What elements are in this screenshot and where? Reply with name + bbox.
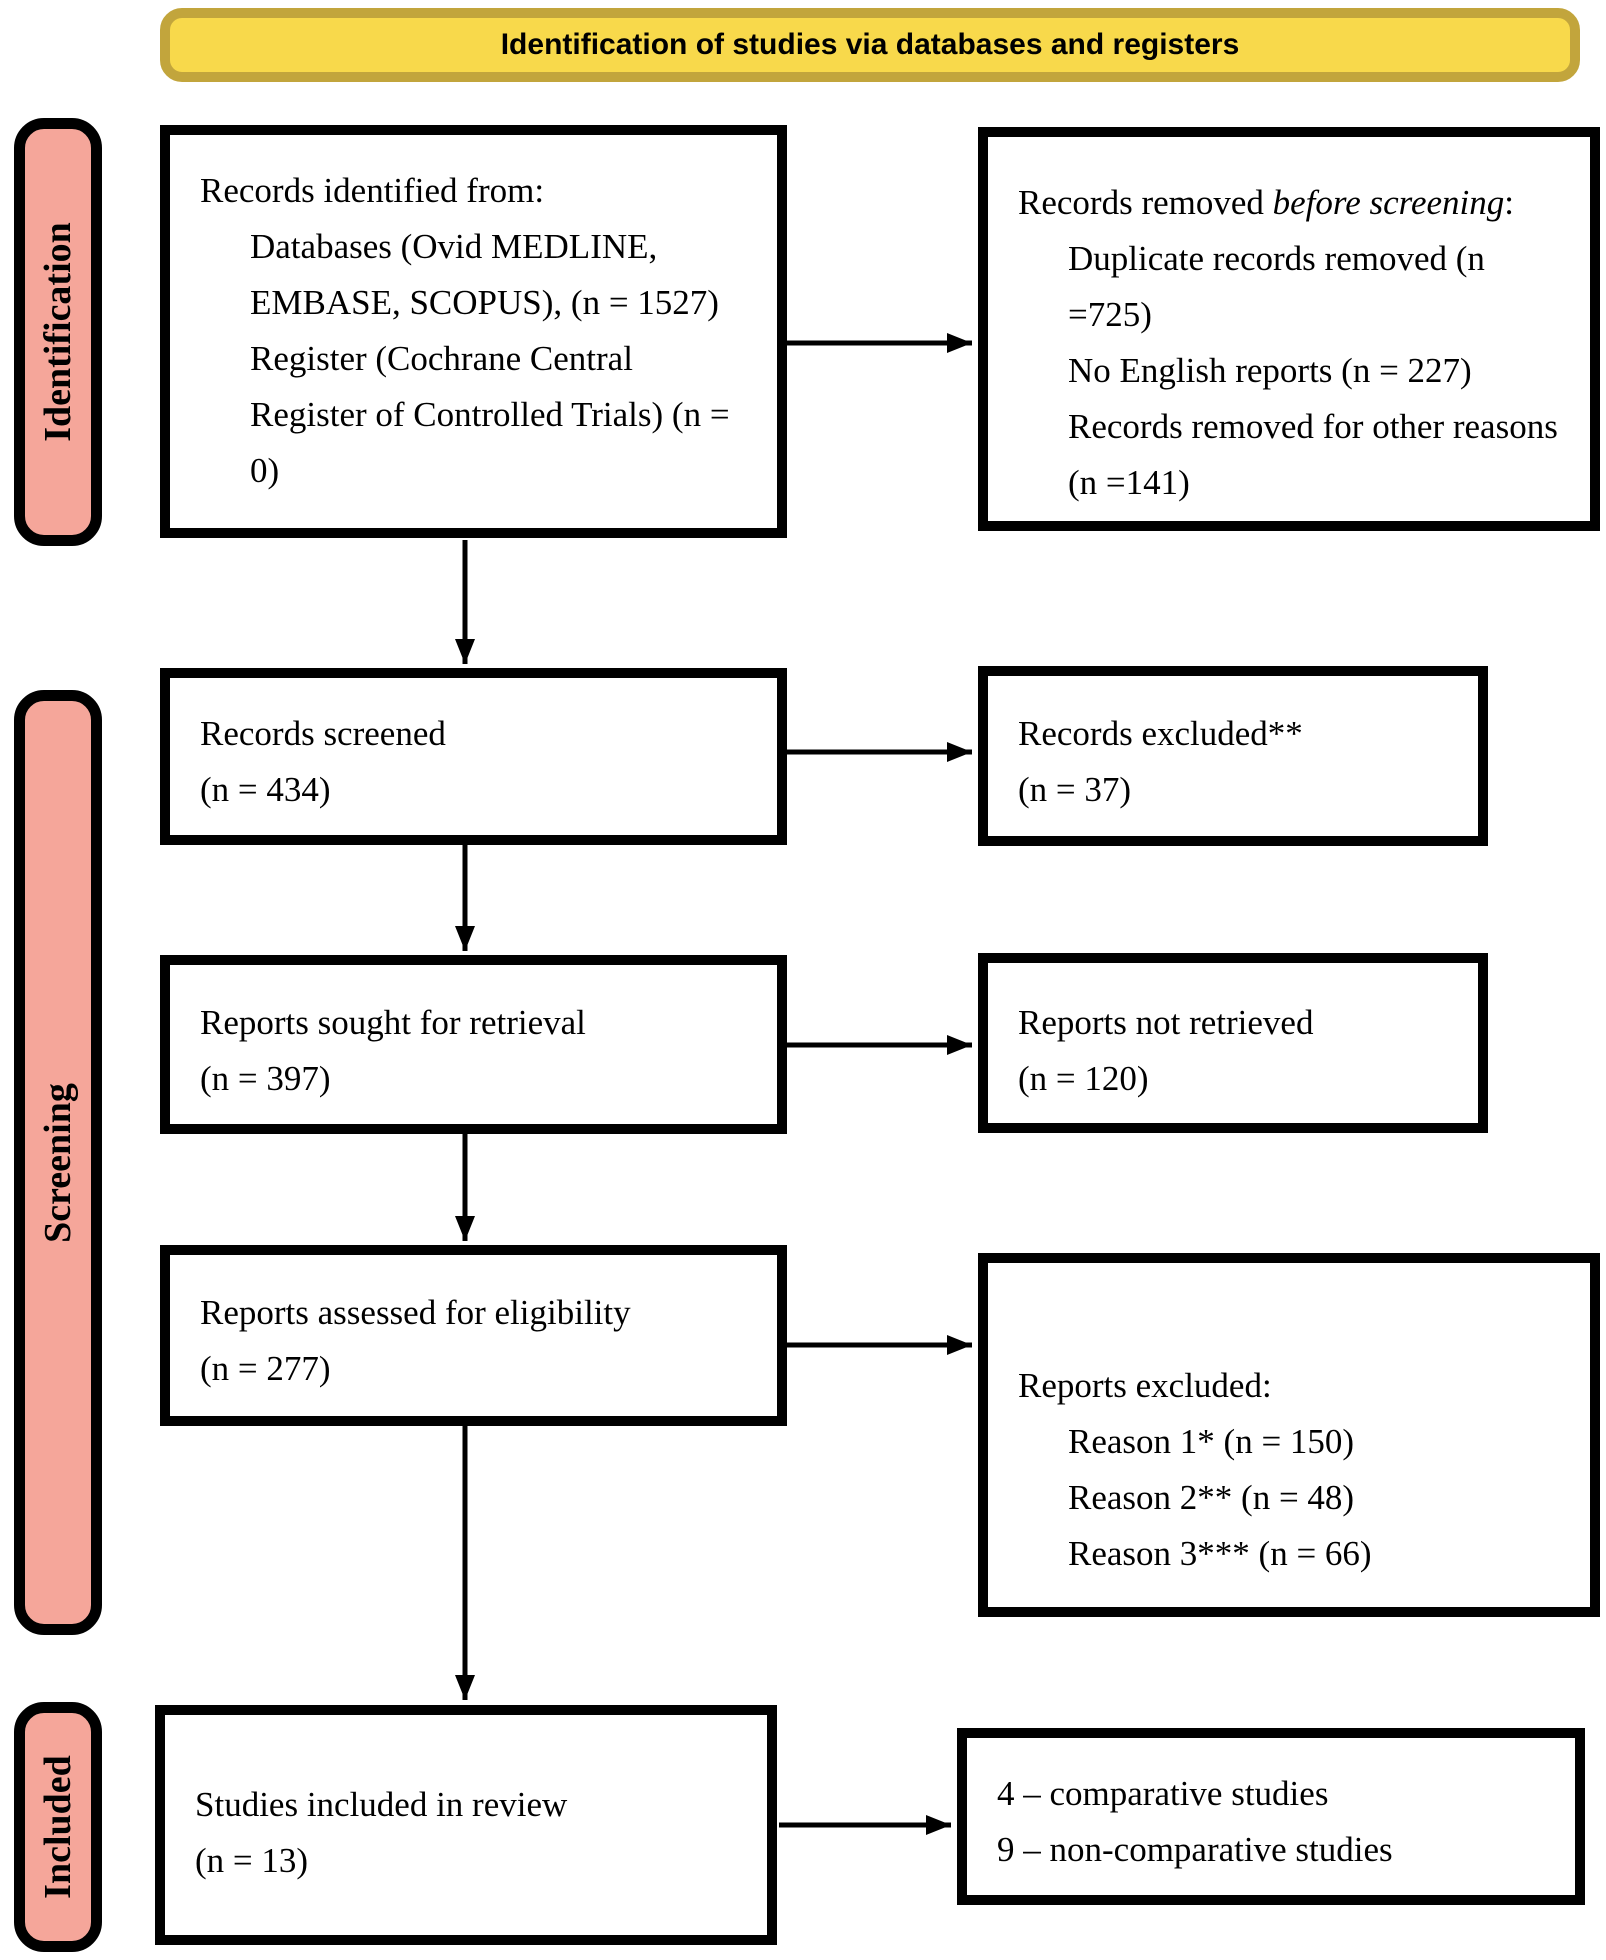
stage-bar-screening: Screening [14,690,102,1635]
records-removed-intro-prefix: Records removed [1018,183,1273,222]
reports-assessed-count: (n = 277) [200,1349,331,1388]
reports-excluded-reason: Reason 3*** (n = 66) [1068,1534,1372,1573]
stage-label-included: Included [37,1755,79,1899]
records-identified-intro: Records identified from: [200,171,545,210]
records-identified-item: Register (Cochrane Central Register of C… [250,339,730,490]
stage-bar-identification: Identification [14,118,102,546]
box-reports-excluded: Reports excluded: Reason 1* (n = 150) Re… [978,1253,1600,1617]
reports-sought-label: Reports sought for retrieval [200,1003,586,1042]
reports-not-retrieved-count: (n = 120) [1018,1059,1149,1098]
reports-not-retrieved-label: Reports not retrieved [1018,1003,1314,1042]
box-records-identified: Records identified from: Databases (Ovid… [160,125,787,538]
stage-label-identification: Identification [37,222,79,442]
records-screened-label: Records screened [200,714,446,753]
box-records-screened: Records screened (n = 434) [160,668,787,845]
records-removed-item: Records removed for other reasons (n =14… [1068,407,1558,502]
box-reports-not-retrieved: Reports not retrieved (n = 120) [978,953,1488,1133]
studies-included-count: (n = 13) [195,1841,309,1880]
records-excluded-label: Records excluded** [1018,714,1303,753]
reports-excluded-intro: Reports excluded: [1018,1366,1272,1405]
studies-included-label: Studies included in review [195,1785,568,1824]
reports-excluded-reason: Reason 2** (n = 48) [1068,1478,1355,1517]
box-reports-sought: Reports sought for retrieval (n = 397) [160,955,787,1134]
records-removed-intro-italic: before screening [1272,183,1505,222]
records-screened-count: (n = 434) [200,770,331,809]
reports-assessed-label: Reports assessed for eligibility [200,1293,631,1332]
stage-bar-included: Included [14,1702,102,1952]
box-records-removed: Records removed before screening: Duplic… [978,127,1600,531]
diagram-title: Identification of studies via databases … [500,28,1240,61]
box-studies-included: Studies included in review (n = 13) [155,1705,777,1945]
records-removed-item: Duplicate records removed (n =725) [1068,239,1485,334]
stage-label-screening: Screening [37,1082,79,1243]
records-excluded-count: (n = 37) [1018,770,1132,809]
reports-sought-count: (n = 397) [200,1059,331,1098]
box-records-excluded: Records excluded** (n = 37) [978,666,1488,846]
box-reports-assessed: Reports assessed for eligibility (n = 27… [160,1245,787,1426]
breakdown-comparative: 4 – comparative studies [997,1774,1329,1813]
diagram-title-banner: Identification of studies via databases … [160,8,1580,82]
box-included-breakdown: 4 – comparative studies 9 – non-comparat… [957,1728,1585,1905]
records-removed-item: No English reports (n = 227) [1068,351,1472,390]
records-removed-intro: Records removed before screening: [1018,175,1562,231]
records-identified-item: Databases (Ovid MEDLINE, EMBASE, SCOPUS)… [250,227,719,322]
reports-excluded-reason: Reason 1* (n = 150) [1068,1422,1355,1461]
breakdown-non-comparative: 9 – non-comparative studies [997,1830,1393,1869]
records-removed-intro-suffix: : [1504,183,1515,222]
